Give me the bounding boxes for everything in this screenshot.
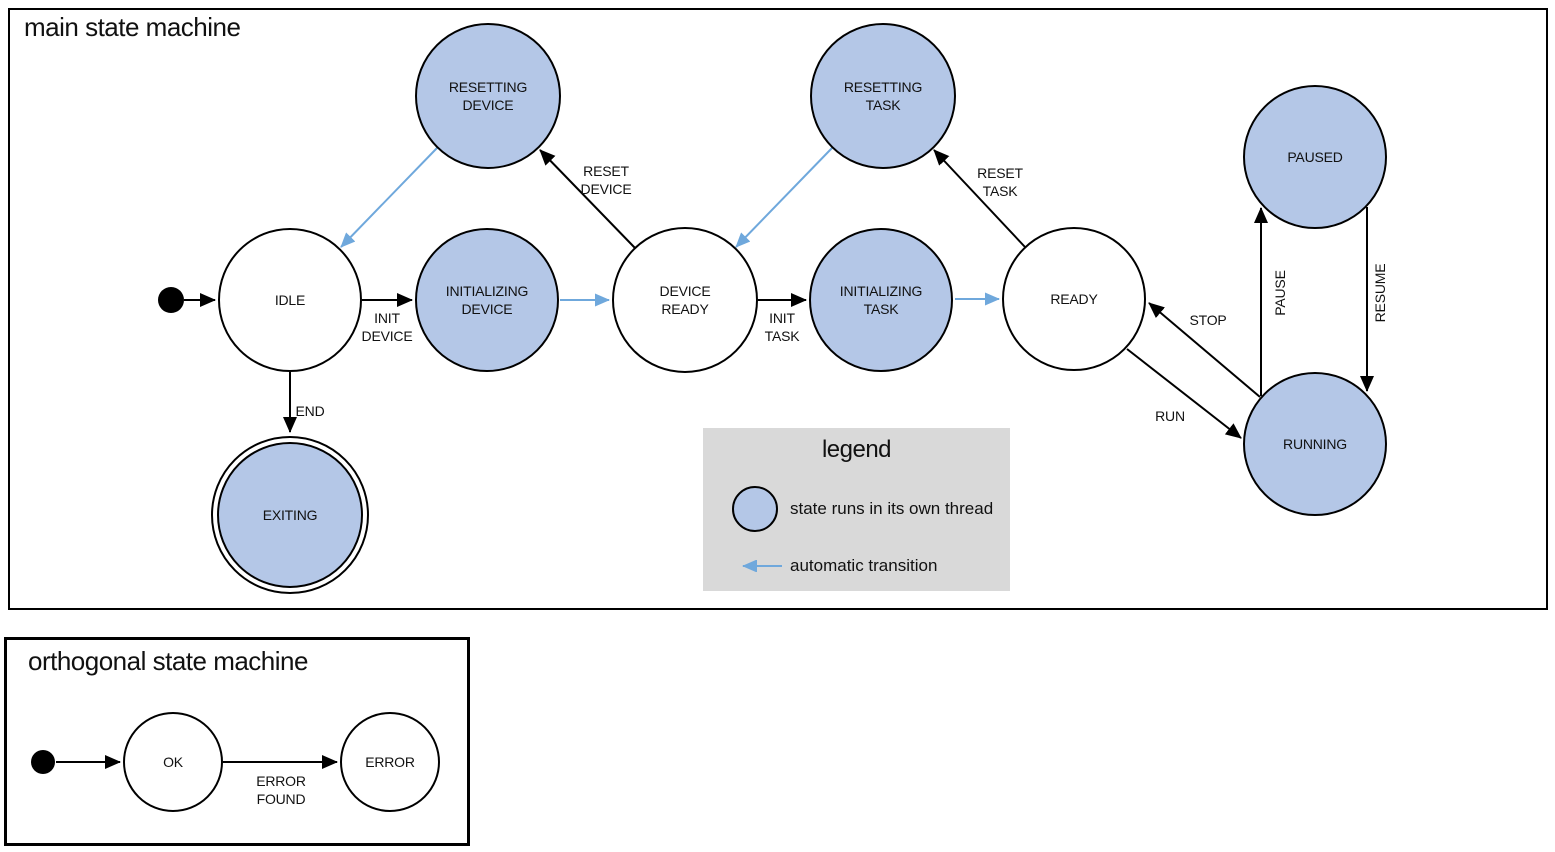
state-ready: READY — [1002, 227, 1146, 371]
transition-label-reset-device: RESET DEVICE — [580, 163, 632, 197]
transition-label-reset-task: RESET TASK — [977, 165, 1023, 199]
state-error: ERROR — [340, 712, 440, 812]
arrow-device-ready-to-resetting-device — [539, 149, 636, 249]
state-ok-label: OK — [163, 754, 183, 770]
arrow-running-to-ready-stop — [1148, 302, 1261, 398]
orthogonal-state-machine-panel — [4, 637, 470, 846]
main-state-machine-panel — [8, 8, 1548, 610]
legend-thread-item-label: state runs in its own thread — [790, 499, 994, 518]
transition-label-stop: STOP — [1189, 312, 1227, 328]
automatic-transition-legend-icon — [742, 560, 782, 572]
state-paused: PAUSED — [1243, 85, 1387, 229]
state-running: RUNNING — [1243, 372, 1387, 516]
state-device-ready: DEVICE READY — [612, 227, 758, 373]
main-panel-title: main state machine — [24, 12, 241, 42]
transition-label-run: RUN — [1155, 408, 1185, 424]
transition-label-init-device: INIT DEVICE — [361, 310, 413, 344]
transition-label-init-task: INIT TASK — [764, 310, 800, 344]
state-idle: IDLE — [218, 228, 362, 372]
initial-state-dot-orthogonal — [31, 750, 55, 774]
state-resetting-device: RESETTING DEVICE — [415, 23, 561, 169]
thread-state-legend-icon — [732, 486, 778, 532]
state-initializing-task-label: INITIALIZING TASK — [839, 283, 923, 317]
state-paused-label: PAUSED — [1287, 149, 1343, 165]
state-device-ready-label: DEVICE READY — [659, 283, 711, 317]
state-initializing-task: INITIALIZING TASK — [809, 228, 953, 372]
arrow-ready-to-running-run — [1126, 348, 1242, 439]
state-error-label: ERROR — [365, 754, 415, 770]
legend-title: legend — [821, 436, 892, 463]
orthogonal-panel-title: orthogonal state machine — [28, 646, 308, 676]
state-initializing-device: INITIALIZING DEVICE — [415, 228, 559, 372]
state-resetting-task-label: RESETTING TASK — [843, 79, 923, 113]
state-resetting-device-label: RESETTING DEVICE — [448, 79, 528, 113]
state-ok: OK — [123, 712, 223, 812]
transition-label-pause: PAUSE — [1272, 270, 1288, 316]
state-resetting-task: RESETTING TASK — [810, 23, 956, 169]
state-exiting-inner-circle: EXITING — [217, 442, 363, 588]
legend-auto-item-label: automatic transition — [790, 556, 938, 575]
arrow-resetting-device-to-idle-auto — [340, 147, 438, 248]
transition-label-error-found: ERROR FOUND — [256, 773, 306, 807]
transition-label-resume: RESUME — [1372, 263, 1388, 323]
state-initializing-device-label: INITIALIZING DEVICE — [445, 283, 529, 317]
arrow-ready-to-resetting-task — [933, 149, 1026, 248]
state-idle-label: IDLE — [274, 292, 306, 308]
initial-state-dot-main — [158, 287, 184, 313]
state-ready-label: READY — [1050, 291, 1098, 307]
state-running-label: RUNNING — [1283, 436, 1347, 452]
transition-label-end: END — [295, 403, 325, 419]
state-exiting-label: EXITING — [262, 507, 318, 523]
arrow-resetting-task-to-device-ready-auto — [735, 147, 833, 248]
legend: legend state runs in its own thread auto… — [703, 428, 1010, 591]
state-exiting-final: EXITING — [211, 436, 369, 594]
